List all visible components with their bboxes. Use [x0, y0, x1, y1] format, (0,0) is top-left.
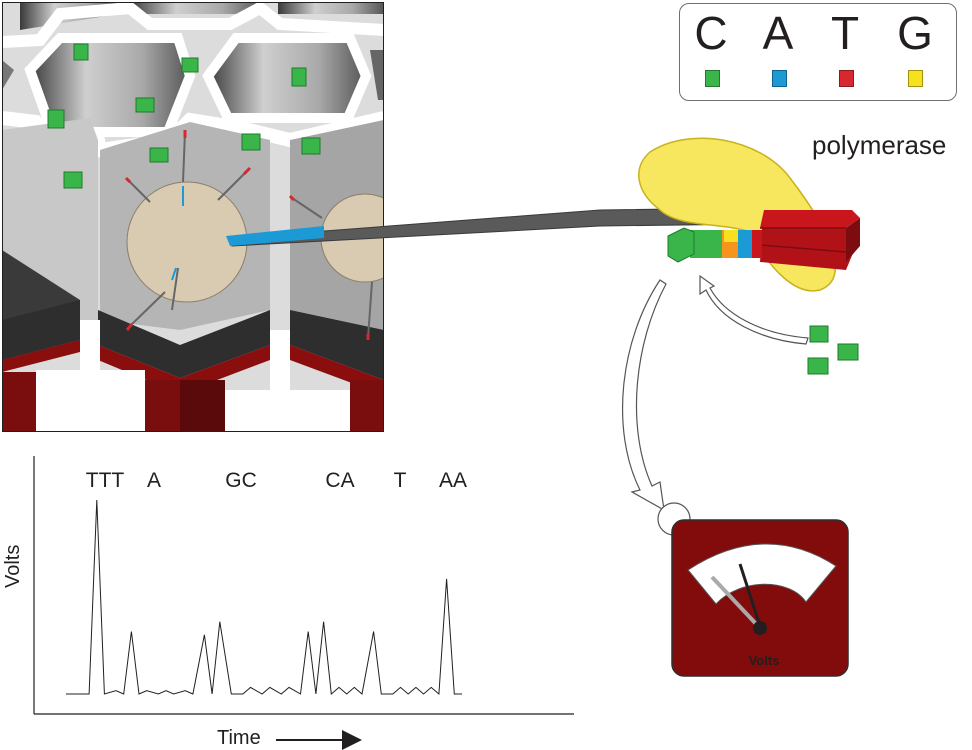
legend-letter-g: G [897, 7, 933, 59]
voltmeter-label: Volts [748, 653, 780, 668]
base-label: CA [325, 469, 355, 492]
legend-letter-t: T [830, 7, 860, 59]
free-nucleotides [807, 325, 859, 375]
legend-swatch-g [908, 70, 923, 87]
base-color-legend: C A T G [679, 3, 957, 101]
legend-swatch-t [839, 70, 854, 87]
base-label: A [146, 469, 161, 492]
voltmeter [657, 502, 849, 677]
y-axis-label: Volts [2, 544, 24, 588]
legend-letter-a: A [762, 7, 794, 59]
base-label: TTT [85, 469, 125, 492]
signal-chart [33, 456, 574, 750]
legend-letter-c: C [694, 7, 728, 59]
legend-swatch-c [705, 70, 720, 87]
zmw-array-panel [2, 2, 384, 432]
legend-swatch-a [772, 70, 787, 87]
base-label: AA [438, 469, 467, 492]
x-axis-label: Time [217, 727, 261, 749]
base-label: GC [225, 469, 257, 492]
signal-trace [66, 499, 462, 696]
growing-strand [667, 210, 860, 270]
flow-arrows [621, 274, 809, 512]
base-label: T [393, 469, 407, 492]
polymerase-label: polymerase [812, 130, 947, 160]
